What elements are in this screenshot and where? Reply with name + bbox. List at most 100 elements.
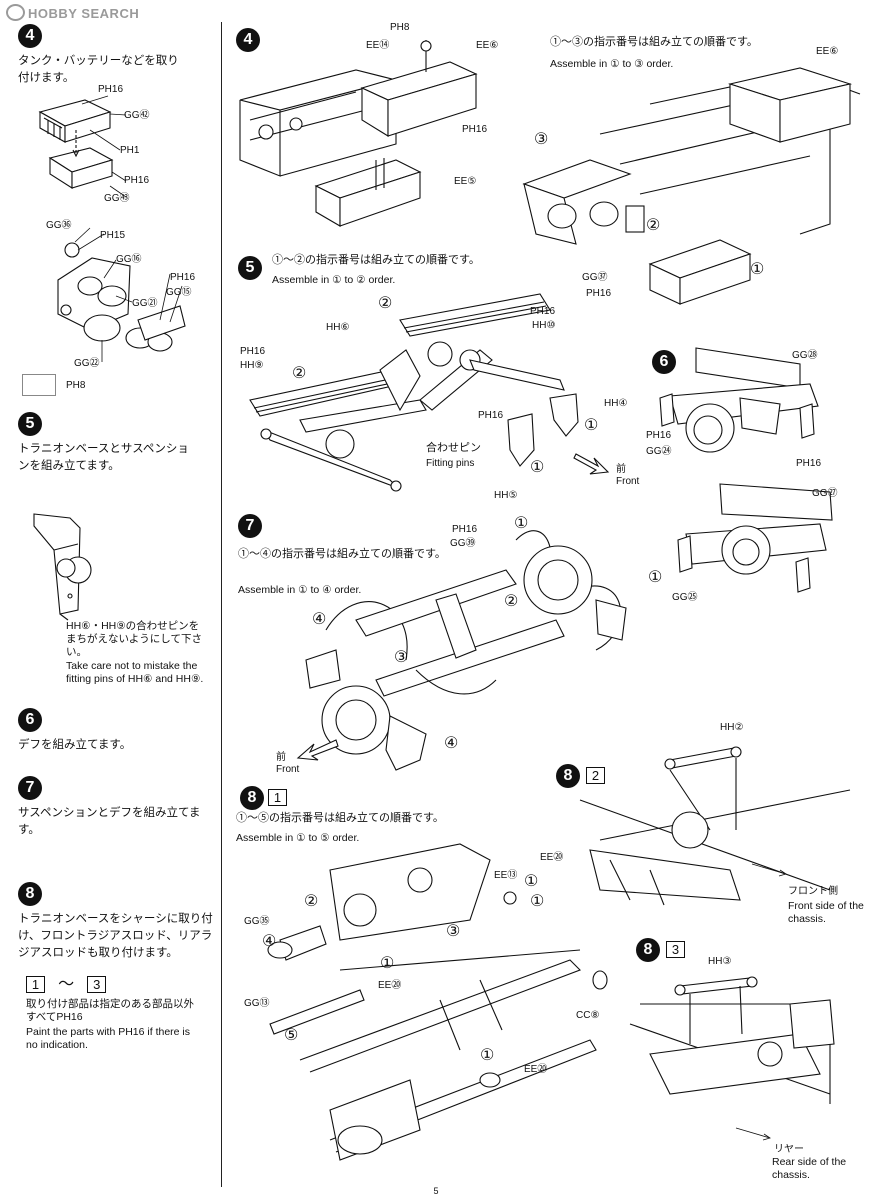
- step-badge-8: 8: [556, 764, 580, 788]
- label-hh9: HH⑨: [240, 360, 264, 371]
- step-badge-4: 4: [236, 28, 260, 52]
- paint-note-en: Paint the parts with PH16 if there is no…: [26, 1026, 190, 1051]
- assembly-order-note-jp: ①〜③の指示番号は組み立ての順番です。: [550, 36, 758, 48]
- rear-side-label-jp: リヤー: [774, 1144, 804, 1155]
- label-hh2: HH②: [720, 722, 744, 733]
- order-number-2: ②: [292, 365, 307, 382]
- label-gg37: GG㊲: [582, 272, 608, 283]
- step-badge-8: 8: [240, 786, 264, 810]
- label-ph16: PH16: [124, 175, 150, 186]
- label-gg22: GG㉒: [74, 358, 100, 369]
- label-ee5: EE⑤: [454, 176, 477, 187]
- assembly-order-note-jp: ①〜②の指示番号は組み立ての順番です。: [272, 254, 480, 266]
- step5-instruction: トラニオンベースとサスペンションを組み立てます。: [18, 441, 189, 472]
- front-side-label-jp: フロント側: [788, 886, 838, 897]
- front-arrow-icon: [296, 739, 339, 761]
- label-gg36: GG㊱: [46, 220, 72, 231]
- substep-box-3: 3: [666, 941, 685, 958]
- direction-arrow-icon: [735, 1127, 771, 1141]
- label-ee6: EE⑥: [816, 46, 839, 57]
- battery-box-chassis-illustration: [522, 67, 861, 305]
- front-side-label-en: Front side of the chassis.: [788, 900, 864, 925]
- step-badge-7: 7: [238, 514, 262, 538]
- front-label-en: Front: [616, 476, 640, 487]
- order-number-3: ③: [534, 131, 549, 148]
- suspension-trunnion-illustration: [249, 293, 579, 492]
- substep-box-1: 1: [268, 789, 287, 806]
- label-ee20: EE⑳: [524, 1064, 548, 1075]
- label-ph16: PH16: [530, 306, 556, 317]
- label-gg25: GG㉕: [672, 592, 698, 603]
- site-logo: HOBBY SEARCH: [6, 4, 139, 21]
- ph8-color-swatch: [22, 374, 56, 396]
- site-logo-text: HOBBY SEARCH: [28, 6, 140, 21]
- label-gg21: GG㉑: [132, 298, 158, 309]
- label-hh3: HH③: [708, 956, 732, 967]
- step5-note-en: Take care not to mistake the fitting pin…: [66, 660, 204, 685]
- assembly-order-note-en: Assemble in ① to ② order.: [272, 274, 396, 286]
- label-gg16: GG⑯: [116, 254, 142, 265]
- order-number-3: ③: [446, 923, 461, 940]
- order-number-1: ①: [530, 459, 545, 476]
- step7-instruction: サスペンションとデフを組み立てます。: [18, 805, 201, 836]
- label-ee20: EE⑳: [540, 852, 564, 863]
- rear-radius-rod-illustration: [629, 976, 835, 1104]
- front-label-jp: 前: [616, 464, 626, 475]
- order-number-1: ①: [750, 261, 765, 278]
- order-number-1: ①: [380, 955, 395, 972]
- label-ph16: PH16: [796, 458, 822, 469]
- page-number: 5: [433, 1186, 439, 1196]
- order-number-2: ②: [378, 295, 393, 312]
- step6-instruction: デフを組み立てます。: [18, 737, 132, 751]
- front-label-jp: 前: [276, 752, 286, 763]
- battery-illustration: [38, 95, 186, 362]
- label-ph16: PH16: [462, 124, 488, 135]
- label-ph16: PH16: [170, 272, 196, 283]
- label-gg15: GG⑮: [166, 287, 192, 298]
- step-badge-5: 5: [238, 256, 262, 280]
- column-divider: [221, 22, 222, 1187]
- substep-range: 1 〜 3: [26, 970, 107, 994]
- label-gg39: GG㊴: [450, 538, 476, 549]
- step-badge-4: 4: [18, 24, 42, 48]
- assembly-order-note-en: Assemble in ① to ⑤ order.: [236, 832, 360, 844]
- front-arrow-icon: [573, 453, 610, 475]
- label-ph1: PH1: [120, 145, 140, 156]
- order-number-1: ①: [648, 569, 663, 586]
- step-badge-6: 6: [652, 350, 676, 374]
- assembly-order-note-en: Assemble in ① to ④ order.: [238, 584, 362, 596]
- label-hh4: HH④: [604, 398, 628, 409]
- fitting-pins-label-jp: 合わせピン: [426, 442, 481, 454]
- order-number-4: ④: [262, 933, 277, 950]
- label-ph15: PH15: [100, 230, 126, 241]
- tank-battery-chassis-illustration: [239, 40, 478, 227]
- order-number-1: ①: [524, 873, 539, 890]
- suspension-differential-assembly-illustration: [305, 530, 627, 771]
- order-number-2: ②: [504, 593, 519, 610]
- label-ee14: EE⑭: [366, 40, 390, 51]
- label-ph16: PH16: [452, 524, 478, 535]
- substep-box-2: 2: [586, 767, 605, 784]
- label-ee6: EE⑥: [476, 40, 499, 51]
- step-badge-8: 8: [636, 938, 660, 962]
- substep-box-3: 3: [87, 976, 107, 993]
- label-ph8: PH8: [66, 380, 86, 391]
- step8-instruction: トラニオンベースをシャーシに取り付け、フロントラジアスロッド、リアラジアスロッド…: [18, 911, 213, 959]
- step5-note-jp: HH⑥・HH⑨の合わせピンをまちがえないようにして下さい。: [66, 620, 202, 658]
- order-number-2: ②: [304, 893, 319, 910]
- order-number-2: ②: [646, 217, 661, 234]
- label-ph16: PH16: [98, 84, 124, 95]
- substep-box-1: 1: [26, 976, 45, 993]
- label-gg35: GG㉟: [244, 916, 270, 927]
- assembly-order-note-en: Assemble in ① to ③ order.: [550, 58, 674, 70]
- front-radius-rod-illustration: [579, 746, 851, 906]
- paint-note-jp: 取り付け部品は指定のある部品以外すべてPH16: [26, 998, 194, 1023]
- chassis-trunnion-mount-illustration: [267, 843, 608, 1161]
- step-badge-7: 7: [18, 776, 42, 800]
- label-ph16: PH16: [478, 410, 504, 421]
- label-hh5: HH⑤: [494, 490, 518, 501]
- label-ph16: PH16: [240, 346, 266, 357]
- front-label-en: Front: [276, 764, 300, 775]
- label-gg28: GG㉘: [792, 350, 818, 361]
- label-gg27: GG㉗: [812, 488, 838, 499]
